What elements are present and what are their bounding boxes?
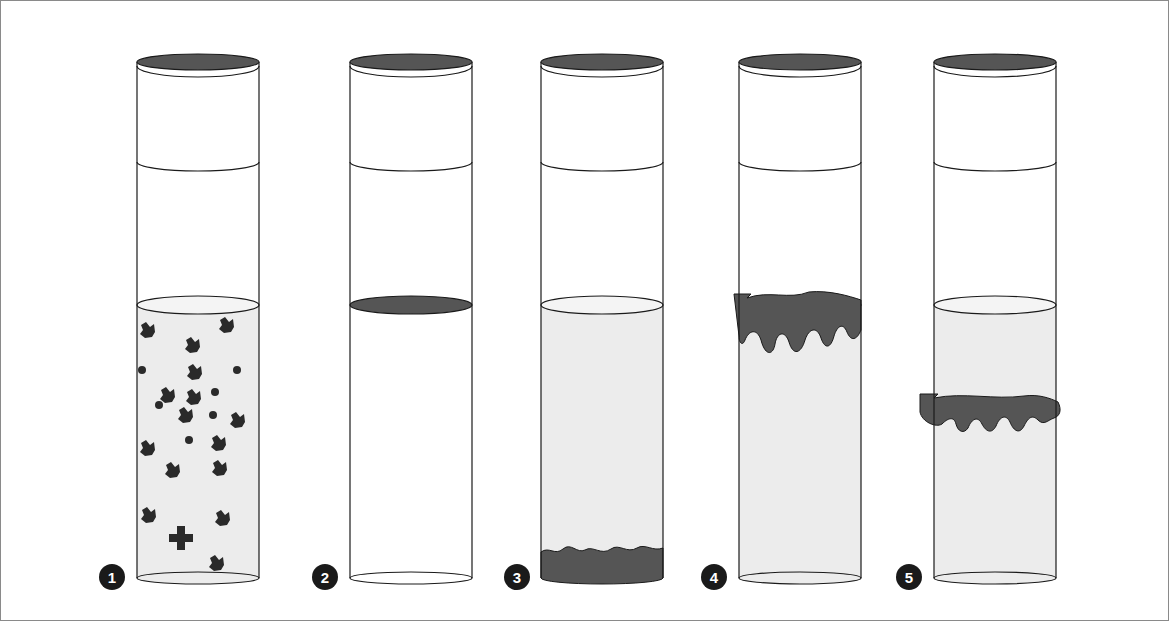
particle xyxy=(187,364,202,380)
particle xyxy=(140,322,155,338)
tube-ring xyxy=(739,162,861,171)
test-tube xyxy=(137,54,259,584)
liquid xyxy=(541,305,663,578)
oil-surface xyxy=(350,296,472,314)
particle xyxy=(185,436,193,444)
tube-bottom xyxy=(739,572,861,584)
tube-wall xyxy=(471,62,472,578)
tube-wall xyxy=(1055,62,1056,578)
liquid-surface xyxy=(934,296,1056,314)
particle xyxy=(140,440,155,456)
floating-layer xyxy=(734,292,861,353)
test-tube xyxy=(920,54,1060,584)
tube-wall xyxy=(738,62,739,578)
tube-ring xyxy=(137,162,259,171)
tube-wall xyxy=(662,62,663,578)
test-tube xyxy=(541,54,663,584)
particle xyxy=(160,387,175,403)
particles xyxy=(138,317,245,571)
stopper xyxy=(934,54,1056,70)
tube-wall xyxy=(136,62,137,578)
liquid-surface xyxy=(137,296,259,314)
tube-ring xyxy=(934,162,1056,171)
particle xyxy=(233,366,241,374)
callout-number: 3 xyxy=(504,564,530,590)
particle xyxy=(215,510,230,526)
particle xyxy=(178,407,193,423)
tube-wall xyxy=(860,62,861,578)
particle xyxy=(211,388,219,396)
particle xyxy=(219,317,234,333)
liquid-surface xyxy=(541,296,663,314)
particle xyxy=(141,507,156,523)
tube-wall xyxy=(540,62,541,578)
stopper xyxy=(350,54,472,70)
tube-bottom xyxy=(934,572,1056,584)
cross-particle xyxy=(169,526,193,550)
tube-bottom xyxy=(137,572,259,584)
particle xyxy=(186,389,201,405)
liquid xyxy=(934,305,1056,578)
test-tube xyxy=(734,54,861,584)
test-tube xyxy=(350,54,472,584)
particle xyxy=(230,412,245,428)
callout-number: 4 xyxy=(701,564,727,590)
tube-wall xyxy=(258,62,259,578)
callout-number: 2 xyxy=(312,564,338,590)
particle xyxy=(211,435,226,451)
stopper xyxy=(739,54,861,70)
tube-wall xyxy=(349,62,350,578)
tube-ring xyxy=(350,162,472,171)
liquid xyxy=(137,305,259,578)
particle xyxy=(185,337,200,353)
suspended-layer xyxy=(920,394,1060,431)
callout-number: 1 xyxy=(99,564,125,590)
particle xyxy=(138,366,146,374)
particle xyxy=(155,401,163,409)
stopper xyxy=(137,54,259,70)
particle xyxy=(209,411,217,419)
sediment xyxy=(541,546,663,584)
tube-bottom xyxy=(350,572,472,584)
particle xyxy=(165,462,180,478)
tube-wall xyxy=(933,62,934,578)
particle xyxy=(209,555,224,571)
callout-number: 5 xyxy=(896,564,922,590)
stopper xyxy=(541,54,663,70)
tube-ring xyxy=(541,162,663,171)
particle xyxy=(212,460,227,476)
